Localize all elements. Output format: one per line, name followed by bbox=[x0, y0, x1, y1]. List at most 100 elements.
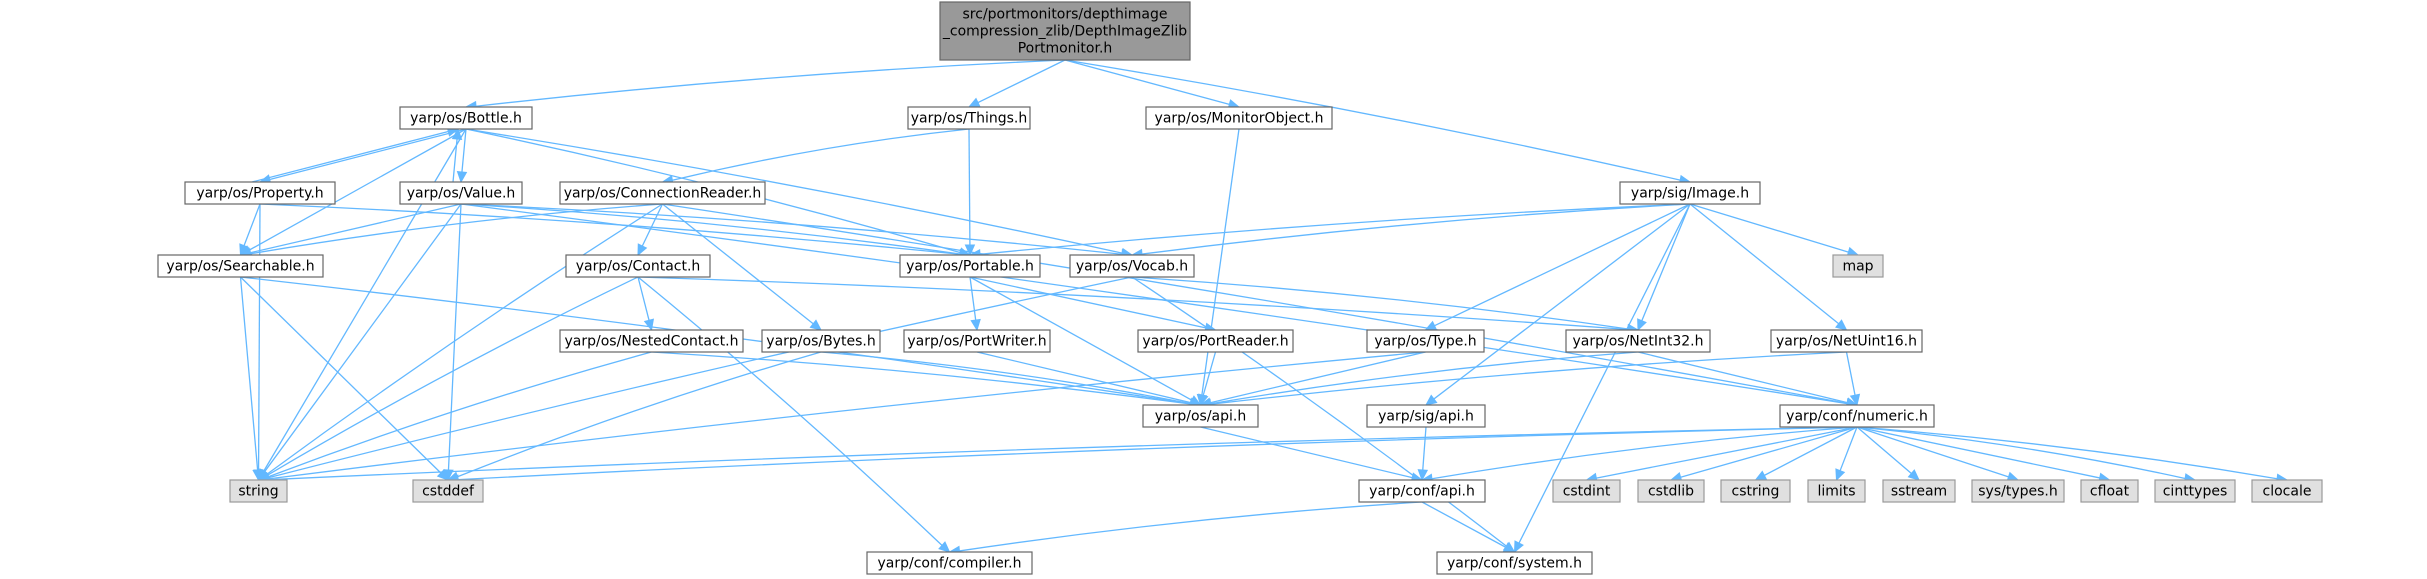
arrow-head-icon bbox=[1425, 394, 1438, 406]
arrow-head-icon bbox=[1907, 469, 1920, 481]
node-netuint16[interactable]: yarp/os/NetUint16.h bbox=[1770, 329, 1923, 353]
edge-line bbox=[1845, 351, 1856, 396]
node-box bbox=[2080, 479, 2139, 503]
edge-line bbox=[969, 276, 1193, 401]
edge-netuint16-to-osapi bbox=[1199, 351, 1847, 410]
node-label: yarp/os/NetInt32.h bbox=[1572, 334, 1703, 350]
edge-line bbox=[976, 351, 1191, 404]
node-box bbox=[1807, 479, 1866, 503]
node-bottle[interactable]: yarp/os/Bottle.h bbox=[399, 106, 533, 130]
node-label: yarp/os/NetUint16.h bbox=[1776, 334, 1917, 350]
edge-line bbox=[1201, 128, 1240, 396]
node-value[interactable]: yarp/os/Value.h bbox=[399, 181, 523, 205]
node-label: string bbox=[238, 484, 278, 500]
node-property[interactable]: yarp/os/Property.h bbox=[184, 181, 336, 205]
node-contact[interactable]: yarp/os/Contact.h bbox=[565, 254, 711, 278]
node-confapi[interactable]: yarp/conf/api.h bbox=[1358, 479, 1486, 503]
edge-numeric-to-cstdint bbox=[1585, 426, 1858, 484]
edge-line bbox=[969, 276, 977, 321]
edge-root-to-things bbox=[967, 59, 1066, 108]
node-limits: limits bbox=[1807, 479, 1866, 503]
node-box bbox=[1720, 479, 1791, 503]
node-type[interactable]: yarp/os/Type.h bbox=[1366, 329, 1485, 353]
edge-line bbox=[1202, 351, 1217, 396]
node-vocab[interactable]: yarp/os/Vocab.h bbox=[1069, 254, 1195, 278]
edge-line bbox=[672, 128, 970, 181]
edge-searchable-to-cstddef bbox=[240, 276, 449, 481]
edge-things-to-portable bbox=[964, 128, 976, 257]
edge-line bbox=[968, 128, 971, 246]
edge-line bbox=[263, 203, 462, 473]
node-portwriter[interactable]: yarp/os/PortWriter.h bbox=[903, 329, 1051, 353]
edge-line bbox=[1856, 426, 2009, 478]
node-box bbox=[1770, 329, 1923, 353]
edge-line bbox=[641, 203, 664, 247]
node-monitorobject[interactable]: yarp/os/MonitorObject.h bbox=[1145, 106, 1333, 130]
node-searchable[interactable]: yarp/os/Searchable.h bbox=[157, 254, 324, 278]
node-label: cstring bbox=[1732, 484, 1780, 500]
node-compiler[interactable]: yarp/conf/compiler.h bbox=[866, 551, 1033, 575]
arrow-head-icon bbox=[809, 319, 822, 331]
node-bytes[interactable]: yarp/os/Bytes.h bbox=[761, 329, 881, 353]
node-cstdlib: cstdlib bbox=[1637, 479, 1705, 503]
edge-line bbox=[250, 203, 663, 255]
edge-line bbox=[268, 276, 1133, 479]
node-label: limits bbox=[1817, 484, 1855, 500]
edge-line bbox=[979, 203, 1691, 255]
edge-searchable-to-string bbox=[239, 276, 263, 482]
edge-line bbox=[1856, 426, 2278, 480]
arrow-head-icon bbox=[1198, 393, 1209, 407]
node-system[interactable]: yarp/conf/system.h bbox=[1436, 551, 1593, 575]
node-sigapi[interactable]: yarp/sig/api.h bbox=[1366, 404, 1486, 428]
node-box bbox=[1832, 254, 1884, 278]
node-netint32[interactable]: yarp/os/NetInt32.h bbox=[1565, 329, 1711, 353]
node-portreader[interactable]: yarp/os/PortReader.h bbox=[1137, 329, 1294, 353]
edge-line bbox=[1200, 426, 1413, 479]
node-label: sstream bbox=[1891, 484, 1947, 500]
edge-line bbox=[266, 203, 663, 475]
node-label: Portmonitor.h bbox=[1018, 41, 1113, 57]
edge-property-to-bottle bbox=[251, 126, 460, 183]
node-things[interactable]: yarp/os/Things.h bbox=[907, 106, 1031, 130]
edge-line bbox=[977, 59, 1066, 104]
edge-numeric-to-systypes bbox=[1856, 426, 2020, 482]
edge-line bbox=[465, 128, 1123, 254]
node-numeric[interactable]: yarp/conf/numeric.h bbox=[1779, 404, 1935, 428]
node-label: yarp/os/api.h bbox=[1155, 409, 1246, 425]
edge-line bbox=[268, 351, 1426, 480]
edge-line bbox=[662, 203, 814, 325]
node-label: yarp/os/Portable.h bbox=[906, 259, 1034, 275]
edge-image-to-system bbox=[1513, 203, 1691, 554]
node-box bbox=[1142, 404, 1259, 428]
node-label: cstdlib bbox=[1648, 484, 1694, 500]
node-label: yarp/os/PortWriter.h bbox=[907, 334, 1046, 350]
edge-line bbox=[457, 351, 822, 478]
node-portable[interactable]: yarp/os/Portable.h bbox=[899, 254, 1041, 278]
arrow-head-icon bbox=[239, 243, 250, 257]
node-box bbox=[1137, 329, 1294, 353]
arrow-head-icon bbox=[1424, 320, 1438, 331]
node-label: cinttypes bbox=[2163, 484, 2228, 500]
edge-contact-to-nestedcontact bbox=[637, 276, 655, 332]
edge-line bbox=[1131, 276, 1507, 547]
edge-line bbox=[263, 128, 467, 472]
node-image[interactable]: yarp/sig/Image.h bbox=[1619, 181, 1761, 205]
edge-line bbox=[1689, 203, 1840, 325]
node-root[interactable]: src/portmonitors/depthimage_compression_… bbox=[939, 1, 1191, 61]
node-connectionreader[interactable]: yarp/os/ConnectionReader.h bbox=[559, 181, 766, 205]
node-osapi[interactable]: yarp/os/api.h bbox=[1142, 404, 1259, 428]
edge-line bbox=[251, 130, 449, 183]
edge-line bbox=[820, 351, 1191, 405]
node-label: yarp/sig/api.h bbox=[1378, 409, 1474, 425]
arrow-head-icon bbox=[637, 243, 648, 257]
node-box bbox=[761, 329, 881, 353]
node-label: yarp/os/PortReader.h bbox=[1142, 334, 1288, 350]
edge-connectionreader-to-contact bbox=[637, 203, 664, 257]
node-nestedcontact[interactable]: yarp/os/NestedContact.h bbox=[559, 329, 744, 353]
node-label: map bbox=[1842, 259, 1873, 275]
edge-line bbox=[637, 276, 650, 321]
node-label: yarp/os/MonitorObject.h bbox=[1155, 111, 1324, 127]
node-label: yarp/os/ConnectionReader.h bbox=[564, 186, 762, 202]
node-box bbox=[157, 254, 324, 278]
edge-bottle-to-property bbox=[258, 128, 467, 185]
